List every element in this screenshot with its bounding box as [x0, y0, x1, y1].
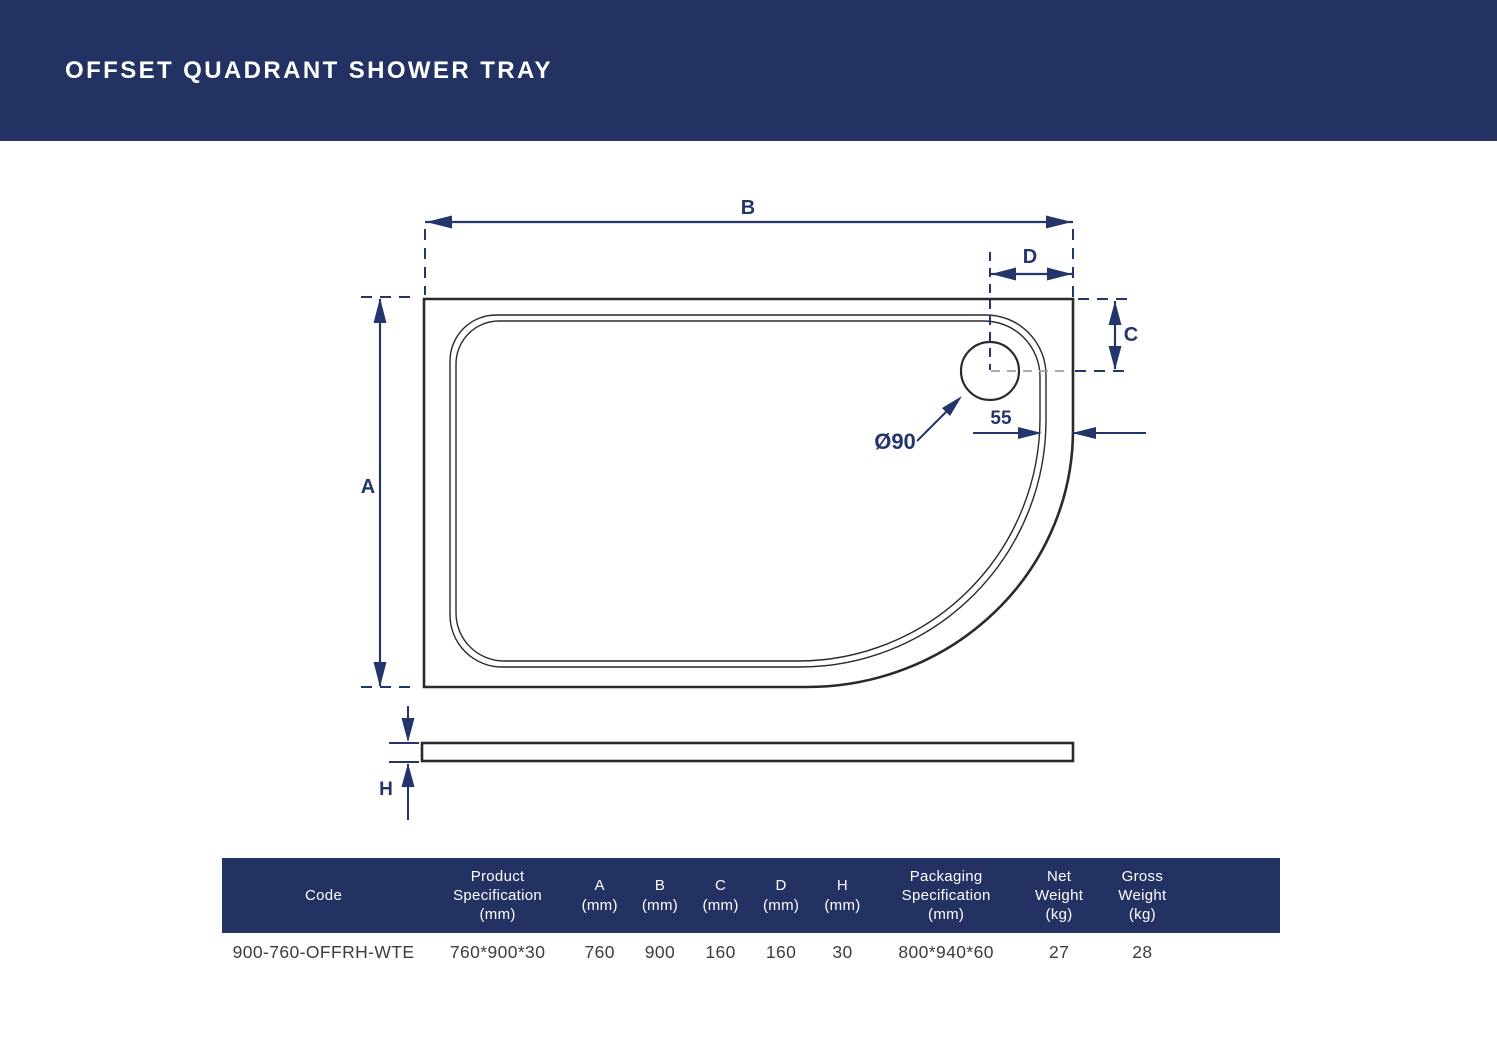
col-header-d: D (mm): [763, 877, 800, 914]
cell-code: 900-760-OFFRH-WTE: [232, 942, 415, 962]
drain-leader-line: [916, 408, 950, 442]
col-header-filler: [1186, 858, 1280, 933]
arrow-a-top: [373, 298, 387, 323]
col-header-net-weight: Net Weight (kg): [1034, 867, 1084, 924]
spec-table-header: Code Product Specification (mm) A (mm) B…: [222, 858, 1280, 933]
spec-table-row: 900-760-OFFRH-WTE 760*900*30 760 900 160…: [222, 933, 1280, 979]
cell-packaging: 800*940*60: [898, 942, 994, 962]
col-header-c: C (mm): [702, 877, 739, 914]
cell-gross-weight: 28: [1132, 942, 1153, 962]
dim-label-d: D: [1023, 246, 1037, 268]
col-header-h: H (mm): [824, 877, 861, 914]
dim-label-c: C: [1124, 324, 1138, 346]
cell-b: 900: [644, 942, 676, 962]
arrow-d-left: [991, 267, 1016, 281]
dim-label-rim-width: 55: [990, 408, 1012, 429]
arrow-d-right: [1047, 267, 1072, 281]
tray-rim-outer-line: [449, 314, 1047, 668]
cell-net-weight: 27: [1048, 942, 1070, 962]
dim-label-b: B: [741, 197, 755, 219]
tray-rim-inner-line: [455, 320, 1041, 662]
arrow-rim-inner: [1018, 427, 1042, 439]
col-header-code: Code: [305, 886, 343, 904]
dim-label-h: H: [379, 779, 393, 800]
arrow-h-bottom: [401, 763, 415, 787]
cell-d: 160: [765, 942, 797, 962]
cell-c: 160: [705, 942, 736, 962]
cell-a: 760: [584, 942, 615, 962]
arrow-rim-outer: [1072, 427, 1096, 439]
col-header-gross-weight: Gross Weight (kg): [1118, 867, 1167, 924]
dim-label-a: A: [361, 476, 375, 498]
col-header-b: B (mm): [641, 877, 679, 914]
arrow-c-bottom: [1108, 346, 1122, 370]
arrow-b-left: [426, 215, 452, 229]
page-title: OFFSET QUADRANT SHOWER TRAY: [65, 56, 553, 84]
dim-label-drain-diameter: Ø90: [874, 429, 916, 454]
col-header-product-spec: Product Specification (mm): [453, 867, 543, 924]
col-header-packaging: Packaging Specification (mm): [901, 867, 991, 924]
arrow-drain-leader: [942, 396, 962, 416]
arrow-h-top: [401, 718, 415, 742]
arrow-c-top: [1108, 301, 1122, 325]
tray-side-profile: [420, 741, 1075, 763]
drain-hole: [959, 340, 1021, 402]
cell-h: 30: [832, 942, 853, 962]
title-bar: OFFSET QUADRANT SHOWER TRAY: [0, 0, 1497, 141]
arrow-b-right: [1046, 215, 1072, 229]
spec-table: Code Product Specification (mm) A (mm) B…: [222, 858, 1280, 979]
arrow-a-bottom: [373, 662, 387, 687]
tray-outline: [422, 297, 1075, 689]
cell-product-spec: 760*900*30: [449, 942, 546, 962]
col-header-a: A (mm): [581, 877, 618, 914]
cell-filler: [1186, 933, 1280, 979]
